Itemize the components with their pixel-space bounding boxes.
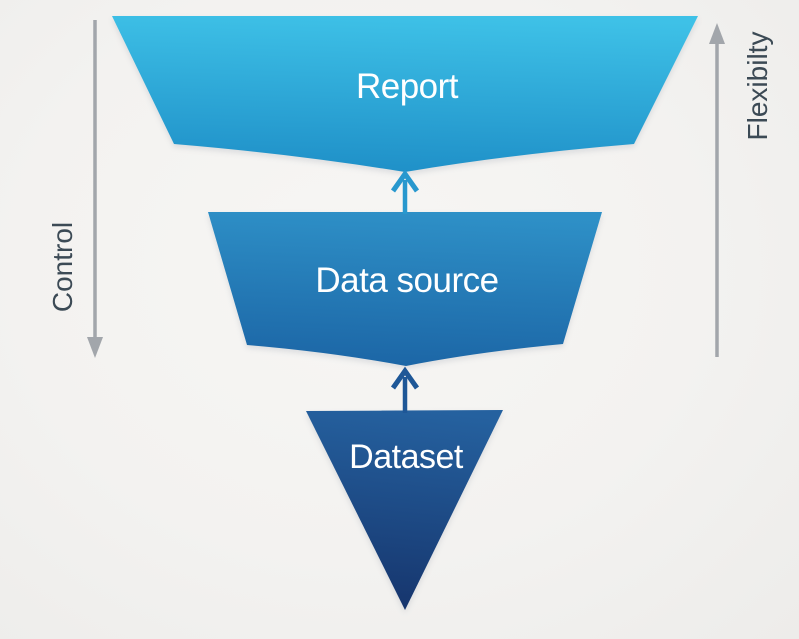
control-axis-label: Control [47, 221, 78, 313]
funnel-layer-report-shape [112, 16, 698, 172]
funnel-layer-dataset-shape [306, 410, 503, 610]
arrow-down-icon [87, 337, 103, 358]
flow-arrow-up-icon [390, 366, 420, 390]
report-layer-label: Report [355, 67, 459, 106]
flow-arrow-up-icon [390, 169, 420, 193]
datasource-layer-label: Data source [315, 261, 499, 300]
control-axis-arrow [87, 20, 103, 358]
flow-arrow-datasource-to-report [390, 169, 420, 214]
funnel-layer-datasource-shape [208, 212, 602, 366]
dataset-layer-label: Dataset [349, 438, 463, 476]
arrow-up-icon [709, 23, 725, 44]
flow-arrow-dataset-to-datasource [390, 366, 420, 413]
flexibility-axis-label: Flexibilty [742, 31, 773, 141]
flexibility-axis-arrow [709, 23, 725, 357]
